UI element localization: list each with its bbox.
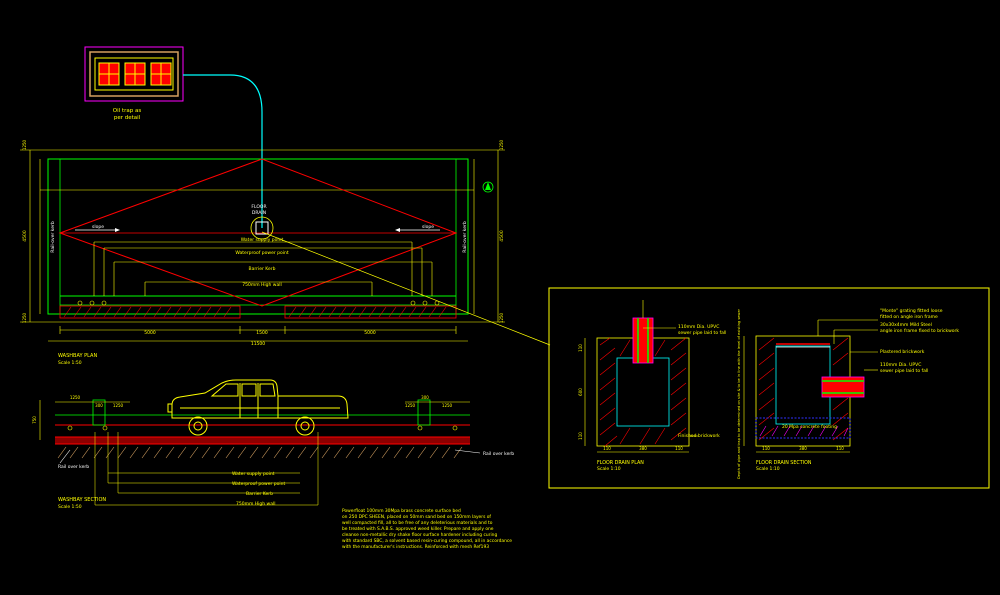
plan-barrier-kerb-label: Barrier Kerb	[249, 266, 276, 272]
section-title: WASHBAY SECTION	[58, 497, 106, 503]
plan-dim-top: 110	[578, 344, 583, 352]
section-dim-left-b: 1250	[113, 403, 124, 408]
slope-left-label: slope	[92, 224, 104, 230]
spec-note-line: be treated with S.A.B.S. approved weed k…	[342, 526, 494, 532]
rail-right-label: Rail-over kerb	[462, 221, 468, 253]
plan-finished-brickwork: Finished brickwork	[678, 433, 720, 439]
section-plastered-note: Plastered brickwork	[880, 349, 925, 355]
section-dim-left-c: 300	[95, 403, 103, 408]
floor-drain-plan-scale: Scale 1:10	[597, 466, 621, 472]
plan-water-supply-label: Water supply point	[241, 237, 284, 243]
plan-dim-right-bottom: 1250	[499, 312, 504, 323]
plan-dim-b1: 110	[603, 446, 611, 451]
floor-drain-plan-detail	[584, 300, 698, 453]
section-dim-b1: 110	[762, 446, 770, 451]
section-grating-note-1: "Monte" grating fitted loose	[880, 308, 943, 314]
plan-dim-bottom-left: 5000	[144, 330, 156, 336]
spec-note-line: with the manufacturer's instructions. Re…	[342, 544, 489, 550]
slope-right-label: slope	[422, 224, 434, 230]
detail-callout-line	[261, 231, 551, 346]
floor-drain-section-detail	[743, 319, 878, 453]
section-dim-right-b: 1250	[405, 403, 416, 408]
plan-pipe-note-2: sewer pipe laid to fall	[678, 330, 726, 336]
plan-dim-left-top: 1250	[22, 139, 27, 150]
plan-dim-b2: 380	[639, 446, 647, 451]
section-depth-note: Depth of pipe and trap to be determined …	[737, 308, 741, 479]
spec-note-line: on 250 DPC SHEEN, placed on 50mm sand be…	[342, 514, 491, 520]
washbay-section	[39, 399, 481, 506]
plan-dim-bottom-total: 11500	[251, 341, 265, 347]
spec-note-line: Powerfloat 100mm 30Mpa brass concrete su…	[342, 508, 461, 514]
section-waterproof-power-label: Waterproof power point	[232, 481, 285, 487]
plan-high-wall-label: 750mm High wall	[242, 282, 282, 288]
spec-note-line: cleanse non-metallic dry shake floor sur…	[342, 532, 497, 538]
section-water-supply-label: Water supply point	[232, 471, 275, 477]
section-dim-b3: 110	[836, 446, 844, 451]
plan-pipe-note-1: 110mm Dia. UPVC	[678, 324, 719, 330]
rail-left-label: Rail-over kerb	[50, 221, 56, 253]
grease-trap-symbol	[84, 46, 184, 102]
section-dim-right-a: 1250	[442, 403, 453, 408]
plan-scale: Scale 1:50	[58, 360, 82, 366]
plan-dim-b3: 110	[675, 446, 683, 451]
section-rail-left-label: Rail over kerb	[58, 464, 89, 470]
plan-dim-bottom-right: 5000	[364, 330, 376, 336]
section-barrier-kerb-label: Barrier Kerb	[246, 491, 273, 497]
floor-drain-plan-title: FLOOR DRAIN PLAN	[597, 460, 644, 466]
section-scale: Scale 1:50	[58, 504, 82, 510]
spec-note-line: with standard SBC, a solvent based resin…	[342, 538, 512, 544]
plan-dim-right-overall: 4500	[499, 230, 505, 242]
floor-drain-label-line2: DRAIN	[252, 210, 266, 216]
section-grating-note-2: fitted on angle iron frame	[880, 314, 938, 320]
section-dim-right-c: 300	[421, 395, 429, 400]
section-rail-right-label: Rail over kerb	[483, 451, 514, 457]
section-dim-left-height: 750	[32, 416, 37, 424]
specification-note: Powerfloat 100mm 30Mpa brass concrete su…	[342, 508, 512, 550]
drain-pipe	[183, 74, 263, 228]
detail-frame	[548, 287, 990, 489]
plan-dim-left-overall: 4500	[22, 230, 28, 242]
section-dim-left-a: 1250	[70, 395, 81, 400]
plan-dim-bottom: 110	[578, 432, 583, 440]
floor-drain-label-line1: FLOOR	[251, 204, 266, 210]
plan-dim-bottom-mid: 1500	[256, 330, 268, 336]
plan-waterproof-power-label: Waterproof power point	[235, 250, 288, 256]
section-high-wall-label: 750mm High wall	[236, 501, 276, 507]
floor-drain-section-scale: Scale 1:10	[756, 466, 780, 472]
section-pipe-note-1: 110mm Dia. UPVC	[880, 362, 921, 368]
floor-drain-section-title: FLOOR DRAIN SECTION	[756, 460, 812, 466]
washbay-plan	[20, 149, 505, 342]
plan-title: WASHBAY PLAN	[58, 353, 97, 359]
section-pipe-note-2: sewer pipe laid to fall	[880, 368, 928, 374]
pickup-truck-icon	[167, 379, 349, 436]
spec-note-line: well compacted fill, all to be free of a…	[342, 520, 493, 526]
plan-dim-left: 600	[578, 388, 583, 396]
plan-dim-left-bottom: 1250	[22, 312, 27, 323]
section-dim-b2: 380	[799, 446, 807, 451]
plan-dim-right-top: 1250	[499, 139, 504, 150]
section-footing-note: 20 Mpa concrete footing	[782, 424, 837, 430]
grease-trap-label-line1: Oil trap as	[113, 108, 142, 114]
section-angle-note-1: 30x30x4mm Mild Steel	[880, 322, 932, 328]
grease-trap-label-line2: per detail	[114, 115, 141, 121]
section-angle-note-2: angle iron frame fixed to brickwork	[880, 328, 959, 334]
